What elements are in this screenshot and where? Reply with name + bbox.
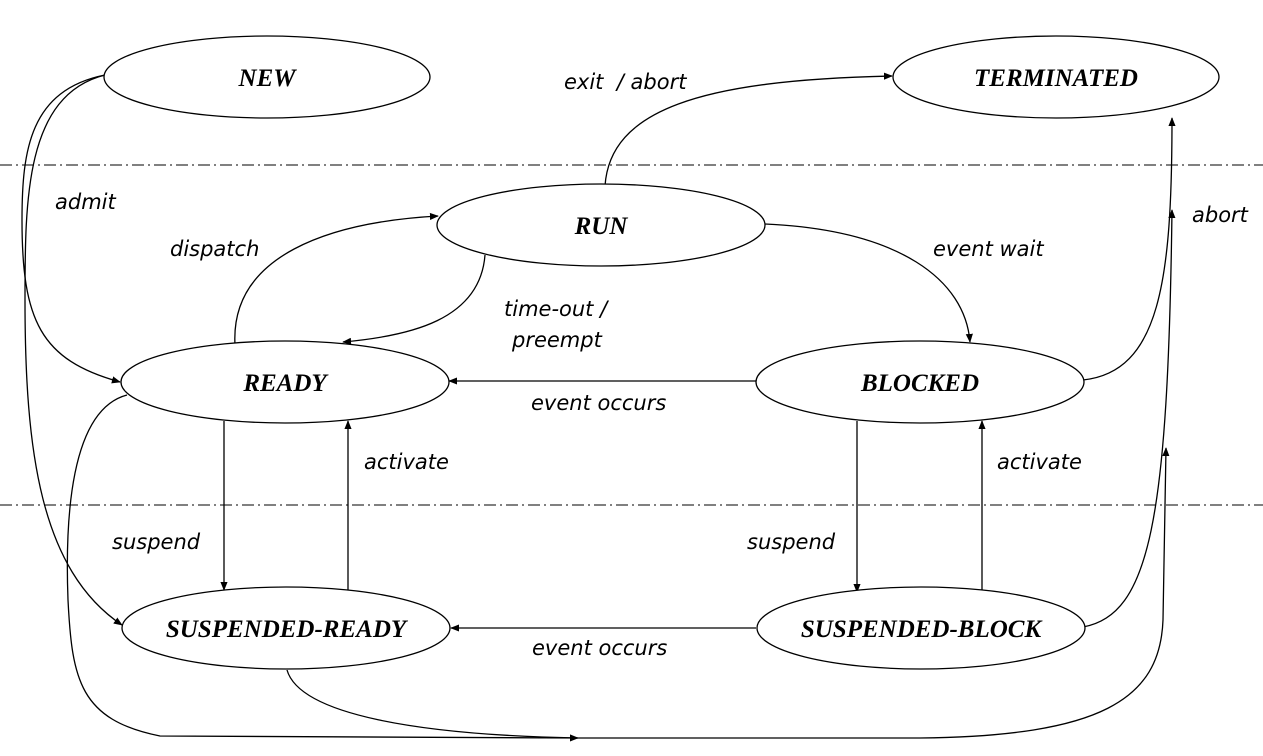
edge-run-to-terminated <box>604 72 893 187</box>
edge-new-to-ready <box>21 74 121 384</box>
label-event-occurs-lower: event occurs <box>532 636 667 660</box>
state-suspended-block-label: SUSPENDED-BLOCK <box>801 616 1044 643</box>
state-ready-label: READY <box>242 370 329 397</box>
state-run: RUN <box>436 183 766 267</box>
state-ready: READY <box>120 340 450 424</box>
state-terminated-label: TERMINATED <box>974 65 1138 92</box>
label-timeout-line1: time-out / <box>504 297 609 321</box>
label-abort: abort <box>1192 203 1249 227</box>
edge-suspended-block-to-terminated <box>1082 209 1176 628</box>
edge-ready-bottom-route <box>66 394 579 742</box>
edge-new-to-suspended-ready <box>24 74 123 626</box>
label-event-occurs-upper: event occurs <box>531 391 666 415</box>
state-blocked: BLOCKED <box>755 340 1085 424</box>
label-exit-abort: exit / abort <box>564 70 687 94</box>
label-suspend-right: suspend <box>747 530 836 554</box>
label-event-wait: event wait <box>933 237 1044 261</box>
label-timeout-line2: preempt <box>511 328 603 352</box>
edge-blocked-to-terminated <box>1082 117 1176 381</box>
label-activate-right: activate <box>997 450 1082 474</box>
label-activate-left: activate <box>364 450 449 474</box>
state-new-label: NEW <box>238 65 298 92</box>
state-blocked-label: BLOCKED <box>860 370 979 397</box>
label-suspend-left: suspend <box>112 530 201 554</box>
edge-suspended-ready-bottom-route <box>286 669 579 739</box>
state-terminated: TERMINATED <box>892 35 1220 119</box>
state-new: NEW <box>103 35 431 119</box>
edge-run-to-ready <box>342 254 486 345</box>
edge-ready-to-run <box>234 212 439 346</box>
edge-run-to-blocked <box>764 223 973 343</box>
label-admit: admit <box>55 190 116 214</box>
label-dispatch: dispatch <box>170 237 259 261</box>
state-run-label: RUN <box>574 213 629 240</box>
edge-bottom-route-to-terminated <box>578 447 1170 739</box>
state-suspended-ready: SUSPENDED-READY <box>121 586 451 670</box>
state-suspended-ready-label: SUSPENDED-READY <box>166 616 409 643</box>
state-suspended-block: SUSPENDED-BLOCK <box>756 586 1086 670</box>
